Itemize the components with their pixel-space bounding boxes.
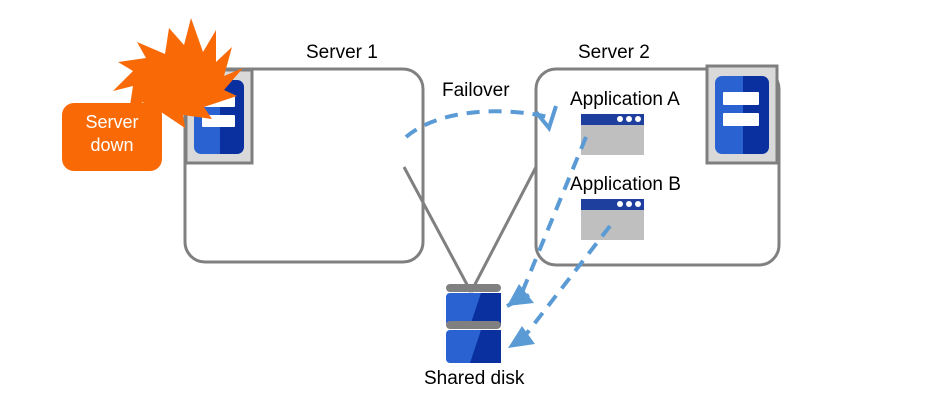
app-a-to-disk-arrow	[506, 136, 588, 308]
shared-disk-label: Shared disk	[424, 368, 525, 389]
app-window-icon-a[interactable]	[581, 114, 644, 155]
lightning-burst-icon	[113, 18, 243, 128]
application-a-label: Application A	[570, 89, 680, 110]
server2-to-disk-line	[469, 166, 538, 293]
server-down-line1: Server	[85, 112, 139, 132]
server-icon-server2	[705, 64, 779, 165]
failover-label: Failover	[442, 80, 510, 101]
server1-title: Server 1	[306, 42, 378, 63]
disk-stack-icon[interactable]	[446, 284, 501, 363]
server1-to-disk-line	[402, 166, 473, 293]
app-window-icon-b[interactable]	[581, 199, 644, 240]
server-down-line2: down	[90, 135, 134, 155]
failover-arrow	[404, 105, 558, 139]
server-down-callout[interactable]	[62, 103, 162, 171]
app-b-to-disk-arrow	[508, 224, 612, 348]
application-b-label: Application B	[570, 174, 681, 195]
server2-title: Server 2	[578, 42, 650, 63]
server-down-text: Server down	[66, 111, 158, 157]
